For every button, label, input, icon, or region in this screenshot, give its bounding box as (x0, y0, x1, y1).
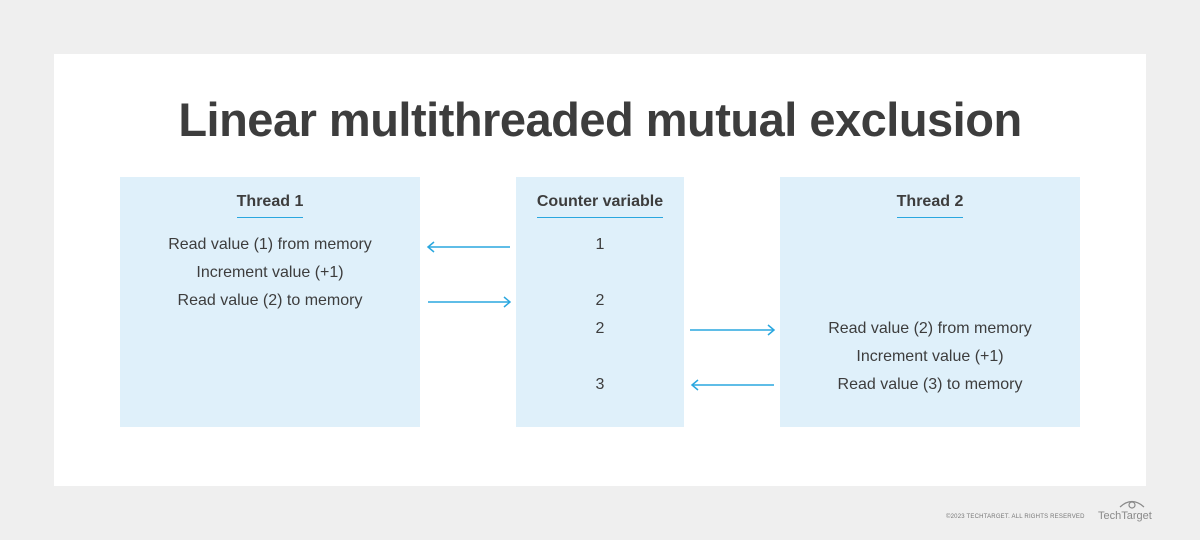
copyright-text: ©2023 TECHTARGET. ALL RIGHTS RESERVED (946, 514, 1085, 520)
thread1-line: Increment value (+1) (196, 264, 344, 281)
diagram-title: Linear multithreaded mutual exclusion (178, 93, 1022, 146)
counter-value: 2 (595, 292, 605, 309)
thread2-line: Read value (3) to memory (837, 376, 1023, 393)
thread2-line: Increment value (+1) (856, 348, 1004, 365)
thread2-header: Thread 2 (896, 193, 964, 218)
counter-value: 2 (595, 320, 605, 337)
counter-header: Counter variable (536, 193, 664, 218)
counter-value: 3 (595, 376, 605, 393)
arrow-left-icon (690, 379, 774, 391)
thread1-header: Thread 1 (236, 193, 304, 218)
counter-value: 1 (595, 236, 605, 253)
thread1-line: Read value (1) from memory (168, 236, 372, 253)
thread2-line: Read value (2) from memory (828, 320, 1032, 337)
thread2-panel (780, 177, 1080, 427)
thread1-line: Read value (2) to memory (177, 292, 363, 309)
thread1-panel (120, 177, 420, 427)
arrow-left-icon (426, 241, 510, 253)
counter-panel (516, 177, 684, 427)
arrow-right-icon (428, 296, 512, 308)
arrow-right-icon (690, 324, 776, 336)
brand-logo: TechTarget (1098, 510, 1152, 522)
techtarget-eye-icon (1119, 500, 1145, 509)
